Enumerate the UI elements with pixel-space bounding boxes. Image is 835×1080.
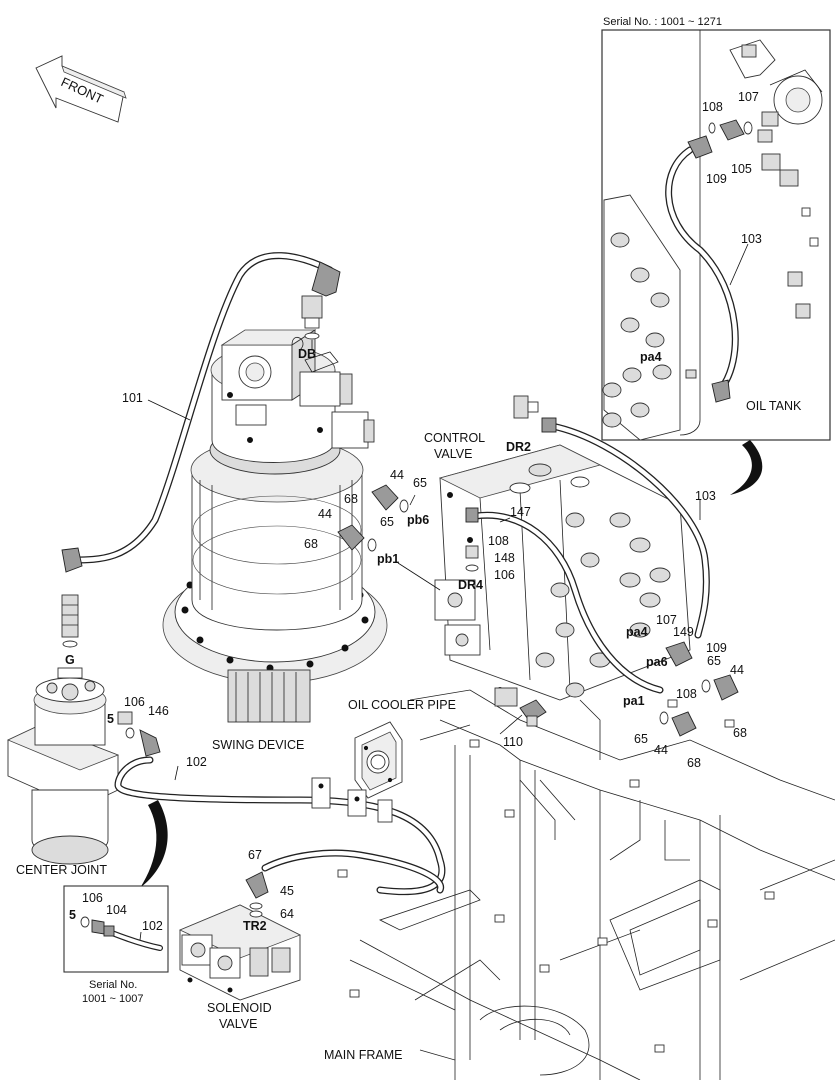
part-146: 146	[148, 704, 169, 718]
part-68c: 68	[733, 726, 747, 740]
part-149: 149	[673, 625, 694, 639]
fittings-g	[117, 711, 161, 757]
inset-top-part-109: 109	[706, 172, 727, 186]
hose-102	[114, 756, 446, 896]
caption-control-valve-2: VALVE	[434, 447, 472, 461]
inset-bottom-part-5: 5	[69, 908, 76, 922]
part-102: 102	[186, 755, 207, 769]
part-103: 103	[695, 489, 716, 503]
inset-bottom-serial-2: 1001 ~ 1007	[82, 993, 143, 1005]
pointer-top-inset	[730, 440, 763, 495]
caption-center-joint: CENTER JOINT	[16, 863, 107, 877]
part-68a: 68	[344, 492, 358, 506]
part-148: 148	[494, 551, 515, 565]
port-pb1: pb1	[377, 552, 399, 566]
caption-solenoid-2: VALVE	[219, 1017, 257, 1031]
inset-top-part-107: 107	[738, 90, 759, 104]
part-44a: 44	[390, 468, 404, 482]
front-arrow: FRONT	[35, 55, 127, 123]
inset-top-port-pa4: pa4	[640, 350, 662, 364]
inset-top-oil-tank: OIL TANK	[746, 399, 802, 413]
part-109: 109	[706, 641, 727, 655]
part-65b: 65	[380, 515, 394, 529]
part-65c: 65	[707, 654, 721, 668]
part-64: 64	[280, 907, 294, 921]
port-tr2: TR2	[243, 919, 267, 933]
part-44c: 44	[730, 663, 744, 677]
inset-top-part-103: 103	[741, 232, 762, 246]
port-db: DB	[298, 347, 316, 361]
port-pa1: pa1	[623, 694, 645, 708]
hose-147	[465, 507, 664, 694]
center-joint	[7, 594, 120, 865]
hose-103	[541, 417, 710, 639]
caption-oil-cooler-pipe: OIL COOLER PIPE	[348, 698, 456, 712]
caption-swing-device: SWING DEVICE	[212, 738, 304, 752]
inset-bottom-part-106: 106	[82, 891, 103, 905]
solenoid-valve	[179, 871, 301, 1001]
part-110: 110	[503, 735, 523, 749]
part-5: 5	[107, 712, 114, 726]
part-65d: 65	[634, 732, 648, 746]
part-68b: 68	[304, 537, 318, 551]
part-106a: 106	[124, 695, 145, 709]
fittings-pa	[659, 641, 739, 737]
part-44b: 44	[318, 507, 332, 521]
inset-top-part-105: 105	[731, 162, 752, 176]
port-dr4: DR4	[458, 578, 483, 592]
port-g: G	[65, 653, 75, 667]
part-45: 45	[280, 884, 294, 898]
part-147: 147	[510, 505, 531, 519]
inset-bottom-part-102: 102	[142, 919, 163, 933]
port-dr2: DR2	[506, 440, 531, 454]
part-67: 67	[248, 848, 262, 862]
caption-control-valve-1: CONTROL	[424, 431, 485, 445]
part-108b: 108	[676, 687, 697, 701]
port-pa6: pa6	[646, 655, 668, 669]
part-101: 101	[122, 391, 143, 405]
inset-bottom-serial-1: Serial No.	[89, 979, 137, 991]
inset-bottom-part-104: 104	[106, 903, 127, 917]
inset-bottom	[63, 885, 169, 973]
main-frame	[337, 689, 835, 1080]
fittings-pb	[337, 484, 409, 552]
caption-solenoid-1: SOLENOID	[207, 1001, 272, 1015]
part-108a: 108	[488, 534, 509, 548]
part-65a: 65	[413, 476, 427, 490]
port-pa4: pa4	[626, 625, 648, 639]
leader-lines	[139, 243, 749, 941]
inset-top: Serial No. : 1001 ~ 1271	[601, 16, 831, 441]
port-pb6: pb6	[407, 513, 429, 527]
swing-device	[162, 295, 388, 723]
pointer-bottom-inset	[140, 800, 168, 888]
part-68d: 68	[687, 756, 701, 770]
inset-top-part-108: 108	[702, 100, 723, 114]
inset-top-serial: Serial No. : 1001 ~ 1271	[603, 16, 722, 28]
part-44d: 44	[654, 743, 668, 757]
part-106b: 106	[494, 568, 515, 582]
hose-101	[61, 252, 341, 573]
part-107: 107	[656, 613, 677, 627]
caption-main-frame: MAIN FRAME	[324, 1048, 402, 1062]
